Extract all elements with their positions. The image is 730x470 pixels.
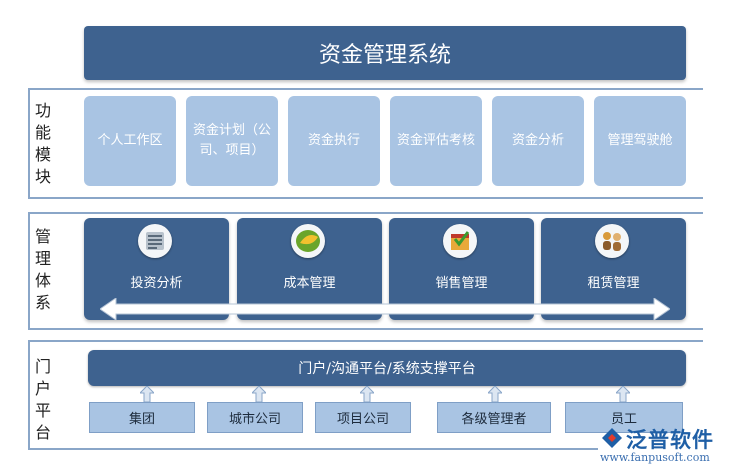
management-label: 投资分析	[130, 276, 183, 291]
section-label-char: 理	[34, 249, 51, 268]
system-title: 资金管理系统	[84, 26, 686, 80]
section-label-char: 系	[34, 293, 51, 312]
portal-user-employees: 员工	[565, 402, 683, 433]
up-arrow-icon	[616, 386, 630, 402]
portal-platform-bar: 门户/沟通平台/系统支撑平台	[88, 350, 686, 386]
function-module-personal-workspace: 个人工作区	[84, 96, 176, 186]
section-frame-left	[28, 340, 30, 448]
cost-management-icon	[291, 224, 325, 258]
section-frame-left	[28, 88, 30, 197]
fanpu-logo-icon	[602, 428, 622, 448]
up-arrow-icon	[252, 386, 266, 402]
function-module-fund-execution: 资金执行	[288, 96, 380, 186]
up-arrow-icon	[140, 386, 154, 402]
portal-user-group: 集团	[89, 402, 195, 433]
management-box-sales: 销售管理	[389, 218, 534, 320]
up-arrow-icon	[488, 386, 502, 402]
up-arrow-icon	[360, 386, 374, 402]
logo-url: www.fanpusoft.com	[600, 451, 710, 464]
divider-middle	[28, 197, 703, 199]
investment-analysis-icon	[138, 224, 172, 258]
logo-name: 泛普软件	[626, 428, 714, 452]
portal-user-city-company: 城市公司	[207, 402, 303, 433]
sales-management-icon	[443, 224, 477, 258]
section-frame-top	[28, 340, 703, 342]
section-label-char: 台	[34, 423, 51, 442]
divider-top	[28, 88, 703, 90]
function-module-management-cockpit: 管理驾驶舱	[594, 96, 686, 186]
section-label-management: 管 理 体 系	[30, 226, 56, 314]
portal-user-project-company: 项目公司	[315, 402, 411, 433]
divider-bottom	[28, 448, 598, 450]
management-box-cost: 成本管理	[237, 218, 382, 320]
section-label-char: 户	[34, 379, 51, 398]
double-arrow-icon	[100, 298, 670, 320]
section-label-functions: 功 能 模 块	[30, 100, 56, 188]
management-label: 租赁管理	[587, 276, 640, 291]
divider-lower	[28, 328, 703, 330]
section-label-char: 能	[34, 123, 51, 142]
function-module-fund-analysis: 资金分析	[492, 96, 584, 186]
section-frame-left	[28, 212, 30, 328]
section-label-char: 平	[34, 401, 51, 420]
management-label: 成本管理	[283, 276, 336, 291]
function-module-fund-plan: 资金计划（公司、项目）	[186, 96, 278, 186]
section-label-char: 管	[34, 227, 51, 246]
lease-management-icon	[595, 224, 629, 258]
fanpu-logo: 泛普软件 www.fanpusoft.com	[600, 424, 725, 468]
section-label-char: 模	[34, 145, 51, 164]
portal-user-managers: 各级管理者	[437, 402, 551, 433]
section-label-char: 功	[34, 101, 51, 120]
section-label-char: 块	[34, 167, 51, 186]
section-label-char: 体	[34, 271, 51, 290]
section-label-portal: 门 户 平 台	[30, 356, 56, 444]
function-module-fund-evaluation: 资金评估考核	[390, 96, 482, 186]
management-label: 销售管理	[435, 276, 488, 291]
section-label-char: 门	[34, 357, 51, 376]
section-frame-top	[28, 212, 703, 214]
